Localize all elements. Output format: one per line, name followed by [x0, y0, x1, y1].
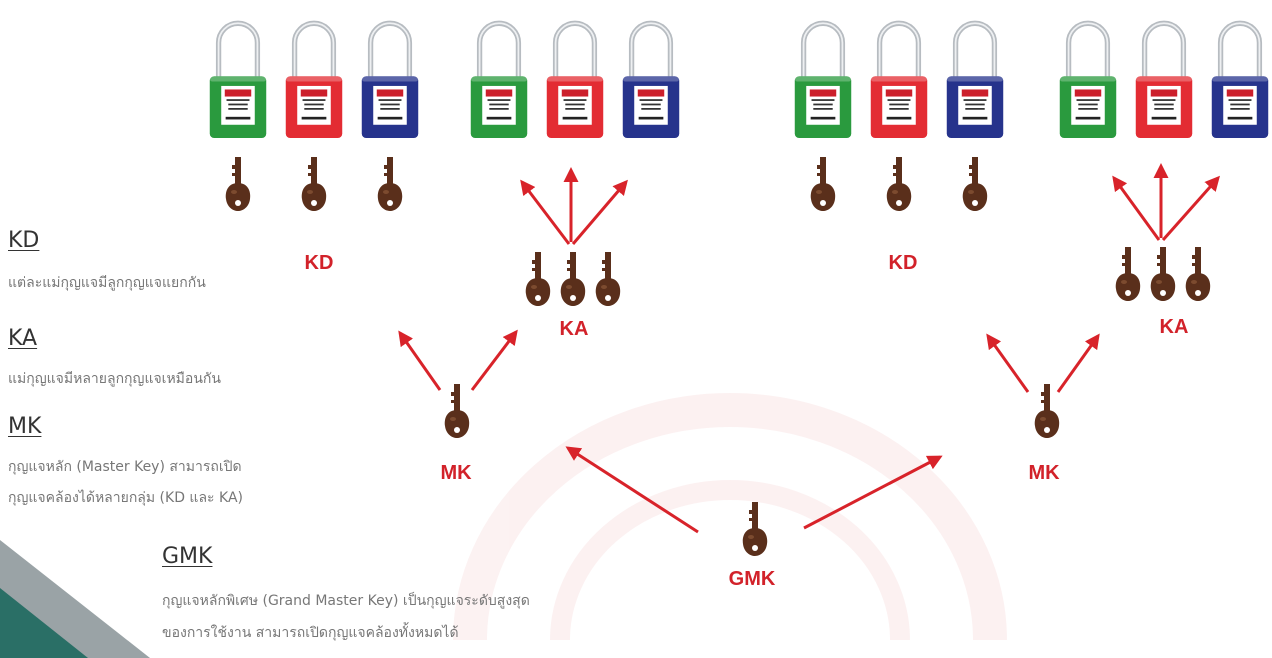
legend-term-mk: MK [8, 414, 42, 439]
key-icon [810, 157, 836, 211]
master-key-left-icon [444, 384, 470, 438]
padlock-blue-icon [1212, 23, 1268, 138]
key-icon [1185, 247, 1211, 301]
label-kd-left: KD [304, 252, 334, 274]
padlock-green-icon [1060, 23, 1116, 138]
legend-term-gmk: GMK [162, 544, 213, 569]
legend-term-ka: KA [8, 326, 38, 351]
arrow-ka-left-to-green-lock [520, 179, 571, 245]
key-icon [962, 157, 988, 211]
lock-group-kd-right [795, 23, 1003, 211]
arrow-ka-left-to-blue-lock [571, 179, 628, 245]
arrow-mk-left-to-ka [470, 329, 518, 391]
padlock-green-icon [795, 23, 851, 138]
padlock-blue-icon [623, 23, 679, 138]
label-gmk: GMK [728, 568, 776, 590]
key-icon [595, 252, 621, 306]
key-icon [525, 252, 551, 306]
key-icon [886, 157, 912, 211]
key-icon [1150, 247, 1176, 301]
label-mk-left: MK [440, 462, 472, 484]
padlock-red-icon [1136, 23, 1192, 138]
padlock-green-icon [210, 23, 266, 138]
padlock-red-icon [286, 23, 342, 138]
label-kd-right: KD [888, 252, 918, 274]
key-icon [225, 157, 251, 211]
padlock-red-icon [547, 23, 603, 138]
arrow-ka-right-to-green-lock [1112, 175, 1161, 241]
key-icon [1115, 247, 1141, 301]
legend-desc-ka: แม่กุญแจมีหลายลูกกุญแจเหมือนกัน [8, 371, 221, 387]
arrow-ka-right-to-blue-lock [1161, 175, 1220, 241]
watermark-logo [453, 393, 1007, 641]
legend-desc-mk-line1: กุญแจหลัก (Master Key) สามารถเปิด [8, 459, 242, 475]
master-key-right-icon [1034, 384, 1060, 438]
padlock-blue-icon [362, 23, 418, 138]
lock-group-kd-left [210, 23, 418, 211]
padlock-blue-icon [947, 23, 1003, 138]
legend-desc-kd: แต่ละแม่กุญแจมีลูกกุญแจแยกกัน [8, 275, 206, 291]
arrow-gmk-to-mk-left [565, 446, 699, 534]
corner-decoration [0, 540, 150, 658]
lock-group-ka-left [471, 23, 679, 306]
lock-group-ka-right [1060, 23, 1268, 301]
arrow-mk-left-to-kd [398, 330, 442, 391]
key-icon [560, 252, 586, 306]
legend-desc-gmk-line1: กุญแจหลักพิเศษ (Grand Master Key) เป็นกุ… [162, 593, 530, 609]
padlock-green-icon [471, 23, 527, 138]
padlock-red-icon [871, 23, 927, 138]
legend-desc-mk-line2: กุญแจคล้องได้หลายกลุ่ม (KD และ KA) [8, 490, 243, 506]
label-mk-right: MK [1028, 462, 1060, 484]
arrow-mk-right-to-kd [986, 333, 1030, 393]
key-icon [377, 157, 403, 211]
legend-desc-gmk-line2: ของการใช้งาน สามารถเปิดกุญแจคล้องทั้งหมด… [162, 625, 459, 641]
key-icon [301, 157, 327, 211]
label-ka-left: KA [559, 318, 589, 340]
legend-term-kd: KD [8, 228, 40, 253]
arrow-gmk-to-mk-right [803, 455, 943, 530]
grand-master-key-icon [742, 502, 768, 556]
arrow-mk-right-to-ka [1056, 333, 1100, 393]
label-ka-right: KA [1159, 316, 1189, 338]
